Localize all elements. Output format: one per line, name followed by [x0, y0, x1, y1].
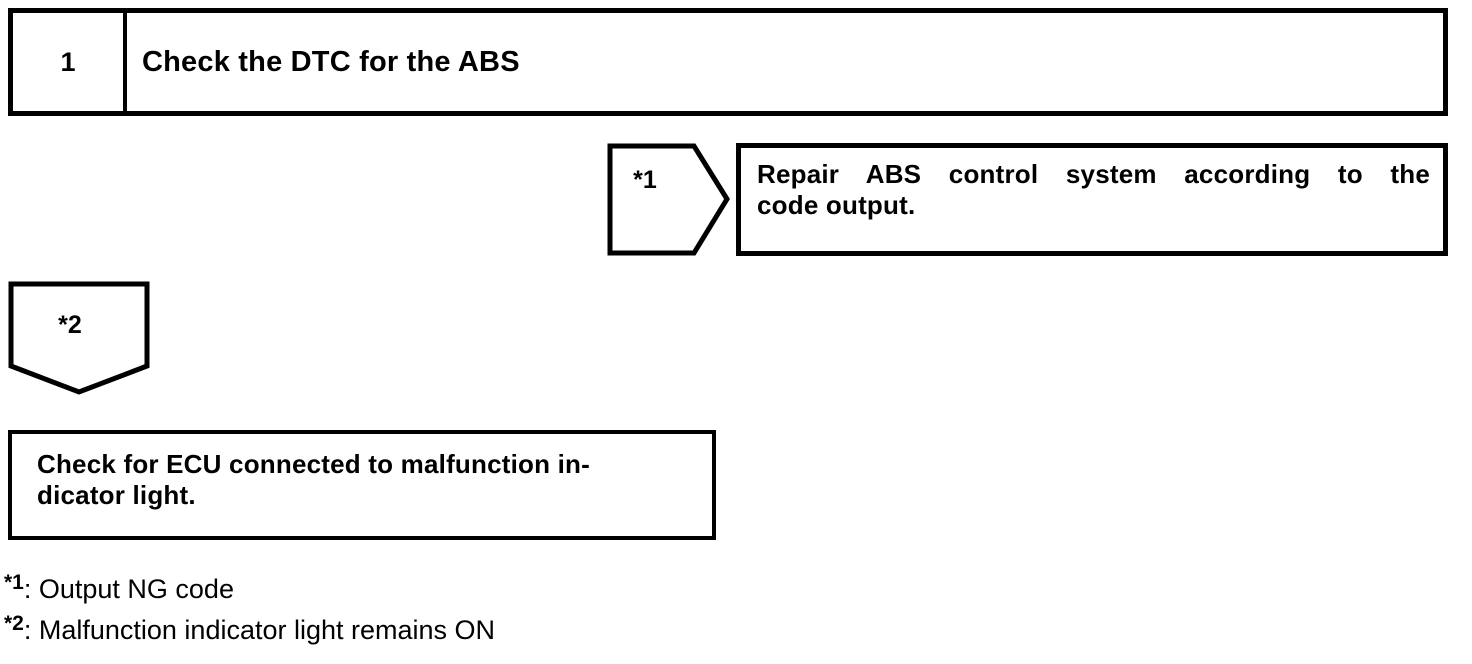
check-action-line2: dicator light. — [37, 480, 196, 510]
step-number: 1 — [13, 13, 127, 111]
star2-pentagon-outline — [8, 281, 150, 395]
step-header: 1 Check the DTC for the ABS — [8, 8, 1448, 116]
footnote-star2-text: : Malfunction indicator light remains ON — [23, 615, 496, 645]
step-title: Check the DTC for the ABS — [142, 45, 520, 78]
repair-action-box: Repair ABS control system according to t… — [736, 143, 1448, 256]
star1-pentagon-right-icon: *1 — [607, 143, 730, 256]
star1-pentagon-label: *1 — [633, 166, 657, 194]
star2-pentagon-down-icon: *2 — [8, 281, 150, 395]
footnote-star2-marker: *2 — [4, 612, 24, 635]
star1-pentagon-outline — [607, 143, 730, 256]
footnote-star1-text: : Output NG code — [23, 574, 234, 604]
repair-action-line2: code output. — [757, 190, 916, 220]
star2-pentagon-label: *2 — [58, 311, 82, 339]
footnote-star2: *2: Malfunction indicator light remains … — [4, 612, 496, 646]
check-action-line1: Check for ECU connected to malfunction i… — [37, 449, 590, 479]
footnote-star1-marker: *1 — [4, 571, 24, 594]
footnote-star1: *1: Output NG code — [4, 571, 234, 605]
check-action-box: Check for ECU connected to malfunction i… — [8, 430, 716, 540]
repair-action-line1: Repair ABS control system according to t… — [757, 159, 1430, 189]
